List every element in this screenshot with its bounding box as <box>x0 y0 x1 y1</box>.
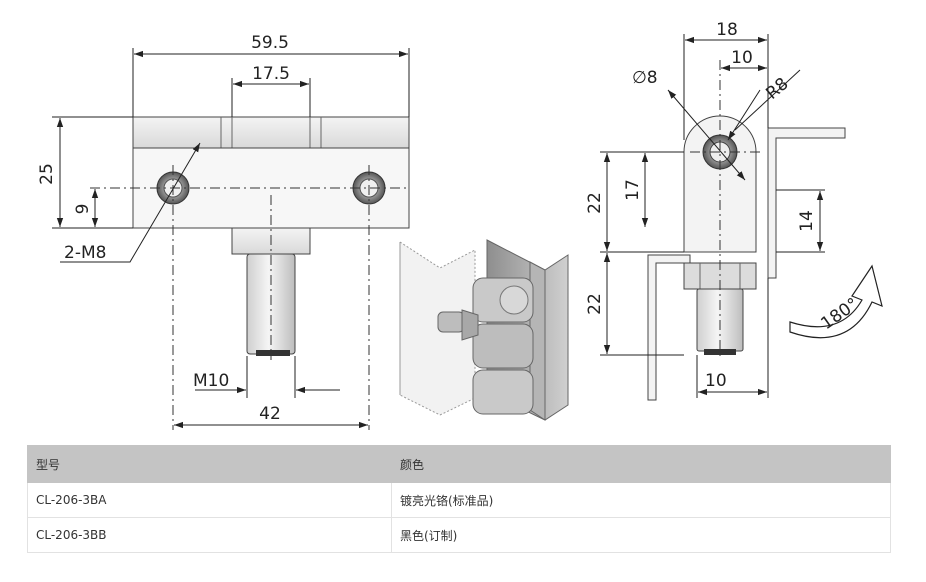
table-header-row: 型号 颜色 <box>27 445 891 483</box>
dim-hole-offset: 9 <box>73 204 93 215</box>
dim-side-22-upper: 22 <box>585 192 605 214</box>
cell-color: 镀亮光铬(标准品) <box>391 482 891 518</box>
dim-side-10-bottom: 10 <box>705 371 727 391</box>
header-model: 型号 <box>27 445 392 483</box>
hinge-knuckle-strip <box>132 116 410 149</box>
table-row: CL-206-3BA 镀亮光铬(标准品) <box>27 482 891 518</box>
dim-side-half-width: 10 <box>731 48 753 68</box>
technical-drawing: 59.5 17.5 25 9 2-M8 M10 42 <box>37 20 883 430</box>
cell-model: CL-206-3BB <box>27 517 392 553</box>
dim-holes-label: 2-M8 <box>64 243 106 263</box>
cell-color: 黑色(订制) <box>391 517 891 553</box>
dim-radius: R8 <box>762 74 792 104</box>
dim-side-22-lower: 22 <box>585 293 605 315</box>
rotation-180-icon: 180° <box>789 264 883 339</box>
dim-height: 25 <box>37 163 57 185</box>
dim-thread: M10 <box>193 371 229 391</box>
dim-overall-width: 59.5 <box>251 33 289 53</box>
spec-table: 型号 颜色 CL-206-3BA 镀亮光铬(标准品) CL-206-3BB 黑色… <box>27 445 891 553</box>
front-view-labels: 59.5 17.5 25 9 2-M8 M10 42 <box>37 33 290 424</box>
dim-side-width: 18 <box>716 20 738 40</box>
dim-pin-diameter: ∅8 <box>632 68 658 88</box>
dim-hole-spacing: 42 <box>259 404 281 424</box>
dim-side-17: 17 <box>623 179 643 201</box>
table-row: CL-206-3BB 黑色(订制) <box>27 517 891 553</box>
iso-bolt <box>437 311 465 333</box>
cell-model: CL-206-3BA <box>27 482 392 518</box>
header-color: 颜色 <box>391 445 891 483</box>
front-view <box>52 48 410 430</box>
dim-side-14: 14 <box>797 210 817 232</box>
side-view <box>600 34 846 401</box>
dim-knuckle-width: 17.5 <box>252 64 290 84</box>
isometric-view <box>399 239 569 421</box>
